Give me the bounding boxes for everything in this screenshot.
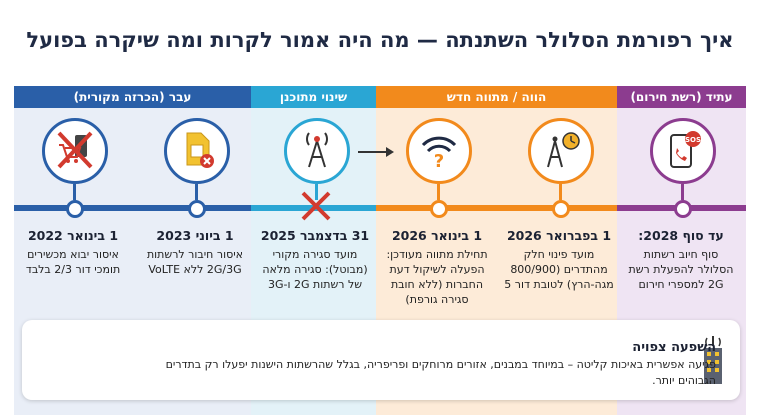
svg-text:SOS: SOS bbox=[685, 136, 701, 144]
timeline-dot-6 bbox=[674, 200, 692, 218]
sos-phone-icon: SOS bbox=[670, 131, 701, 168]
header-past: עבר (הכרזה מקורית) bbox=[14, 86, 251, 108]
building-tower-icon bbox=[704, 336, 722, 384]
event-5-date: 1 בפברואר 2026 bbox=[506, 228, 612, 243]
event-4-desc: תחילת מתווה מעודכן: הפעלה לשיקול דעת החב… bbox=[386, 248, 488, 306]
event-1-date: 1 בינואר 2022 bbox=[27, 228, 119, 243]
event-2-desc: איסור חיבור לרשתות 2G/3G ללא VoLTE bbox=[146, 248, 244, 276]
stem-3 bbox=[315, 184, 318, 200]
tower-clock-icon bbox=[547, 132, 580, 168]
wifi-question-icon: ? bbox=[421, 136, 457, 172]
event-2-icon-frame bbox=[164, 118, 230, 184]
impact-text: פגיעה אפשרית באיכות קליטה – במיוחד במבני… bbox=[165, 358, 716, 387]
header-present: הווה / מתווה חדש bbox=[376, 86, 617, 108]
svg-text:?: ? bbox=[434, 151, 444, 172]
crossed-phone-cart-icon bbox=[57, 131, 93, 169]
cancelled-x-icon bbox=[301, 191, 331, 221]
timeline-segment-past bbox=[14, 205, 251, 211]
event-1-desc: איסור יבוא מכשירים תומכי דור 2/3 בלבד bbox=[25, 248, 121, 276]
impact-box bbox=[22, 320, 740, 400]
event-2-date: 1 ביוני 2023 bbox=[156, 228, 234, 243]
timeline-segment-present bbox=[376, 205, 617, 211]
page-title: איך רפורמת הסלולר השתנתה — מה היה אמור ל… bbox=[26, 28, 734, 52]
stem-1 bbox=[73, 184, 76, 200]
event-6-desc: סוף חיוב רשתות הסלולר להפעלת רשת 2G למספ… bbox=[628, 248, 734, 291]
timeline-dot-2 bbox=[188, 200, 206, 218]
antenna-tower-icon bbox=[306, 132, 328, 168]
stem-2 bbox=[195, 184, 198, 200]
event-6-date: עד סוף 2028: bbox=[638, 228, 724, 243]
timeline-dot-1 bbox=[66, 200, 84, 218]
event-1-icon-frame bbox=[42, 118, 108, 184]
stem-6 bbox=[681, 184, 684, 200]
event-4-icon-frame: ? bbox=[406, 118, 472, 184]
sim-card-blocked-icon bbox=[186, 132, 214, 168]
timeline-dot-4 bbox=[430, 200, 448, 218]
event-5-icon-frame bbox=[528, 118, 594, 184]
header-future: עתיד (רשת חירום) bbox=[617, 86, 746, 108]
event-3-desc: מועד סגירה מקורי (מבוטל): סגירה מלאה של … bbox=[262, 248, 368, 291]
event-5-desc: מועד פינוי חלק מהתדרים (800/900 מגה-הרץ)… bbox=[504, 248, 614, 291]
timeline-dot-5 bbox=[552, 200, 570, 218]
event-3-icon-frame bbox=[284, 118, 350, 184]
header-planned: שינוי מתוכנן bbox=[251, 86, 376, 108]
stem-4 bbox=[437, 184, 440, 200]
event-3-date: 31 בדצמבר 2025 bbox=[260, 228, 370, 243]
impact-title: השפעה צפויה bbox=[632, 340, 716, 355]
arrow-right-icon bbox=[358, 147, 394, 157]
event-6-icon-frame: SOS bbox=[650, 118, 716, 184]
event-4-date: 1 בינואר 2026 bbox=[391, 228, 483, 243]
stem-5 bbox=[559, 184, 562, 200]
